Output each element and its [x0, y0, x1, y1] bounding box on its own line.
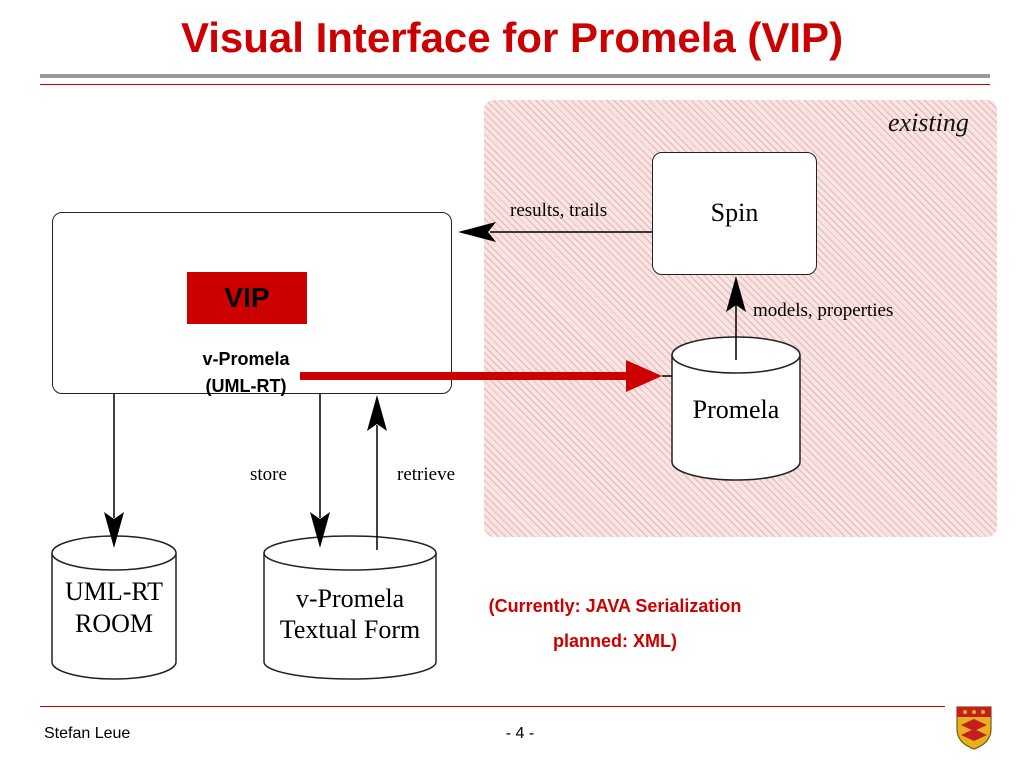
vip-badge: VIP [187, 272, 307, 324]
footer-divider [40, 706, 945, 707]
vpromela-textual-label-line1: v-Promela [295, 584, 405, 613]
spin-box [652, 152, 817, 275]
existing-region-label: existing [888, 108, 969, 137]
footer-author: Stefan Leue [44, 725, 131, 742]
vip-to-umlrt-arrow [104, 394, 124, 548]
results-trails-arrow [458, 222, 652, 242]
serialization-note-line1: (Currently: JAVA Serialization [488, 596, 742, 616]
vip-subtitle: v-Promela (UML-RT) [170, 346, 322, 400]
retrieve-arrow [367, 395, 387, 550]
footer-page-number: - 4 - [505, 725, 535, 742]
vpromela-textual-label: v-Promela Textual Form [258, 583, 442, 645]
spin-label: Spin [710, 198, 759, 227]
retrieve-label: retrieve [397, 464, 456, 485]
title-divider-red [40, 84, 990, 85]
vpromela-textual-label-line2: Textual Form [279, 615, 421, 644]
umlrt-room-cylinder [51, 535, 177, 680]
vip-subtitle-line1: v-Promela [202, 349, 290, 369]
umlrt-room-label: UML-RT ROOM [42, 576, 186, 640]
store-arrow [310, 394, 330, 548]
models-properties-label: models, properties [753, 300, 894, 321]
title-divider [40, 74, 990, 78]
promela-label: Promela [692, 395, 780, 424]
slide-title: Visual Interface for Promela (VIP) [180, 14, 844, 61]
vip-to-promela-arrow [300, 360, 672, 392]
vip-subtitle-line2: (UML-RT) [205, 376, 287, 396]
models-properties-arrow [726, 276, 746, 360]
umlrt-room-label-line2: ROOM [74, 609, 153, 638]
university-crest-icon [956, 706, 992, 750]
store-label: store [250, 464, 287, 485]
vpromela-textual-cylinder [263, 535, 437, 680]
results-trails-label: results, trails [510, 200, 608, 221]
serialization-note: (Currently: JAVA Serialization planned: … [444, 589, 786, 659]
serialization-note-line2: planned: XML) [553, 631, 677, 651]
umlrt-room-label-line1: UML-RT [64, 577, 164, 606]
